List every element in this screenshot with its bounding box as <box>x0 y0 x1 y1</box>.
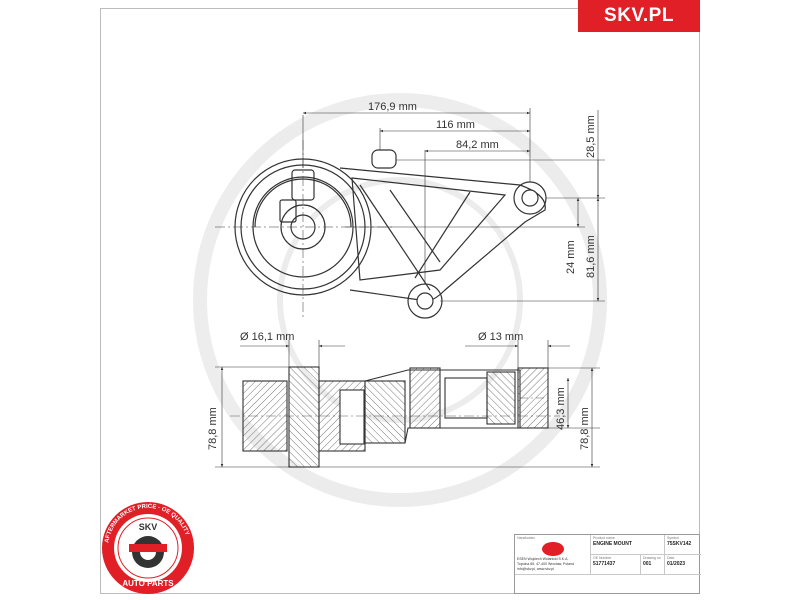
title-block-symbol: Symbol 75SKV142 <box>665 535 701 555</box>
dim-width-mid: 116 mm <box>436 119 475 131</box>
brand-logo[interactable]: SKV.PL <box>578 0 700 32</box>
top-view-dimensions <box>302 108 605 302</box>
dim-diameter-right: Ø 13 mm <box>478 331 523 343</box>
stamp-bottom-text: AUTO PARTS <box>122 579 174 588</box>
quality-stamp: AFTERMARKET PRICE · OE QUALITY AUTO PART… <box>102 502 194 594</box>
dim-height-left: 78,8 mm <box>207 407 219 450</box>
title-block-date: Date 01/2023 <box>665 555 701 575</box>
dim-width-overall: 176,9 mm <box>368 101 417 113</box>
title-block: Handlowiec ESEN Wojciech Wolanicki S.K.A… <box>514 534 701 594</box>
company-logo <box>541 542 564 556</box>
side-view <box>230 366 560 468</box>
dim-height-mid: 24 mm <box>565 240 577 274</box>
title-block-company: Handlowiec ESEN Wojciech Wolanicki S.K.A… <box>515 535 591 575</box>
gear-icon <box>129 536 167 568</box>
stamp-center-text: SKV <box>139 522 158 532</box>
side-view-dimensions <box>215 340 600 468</box>
title-block-product: Product name ENGINE MOUNT <box>591 535 665 555</box>
dim-height-overall: 81,6 mm <box>585 235 597 278</box>
dim-width-inner: 84,2 mm <box>456 139 499 151</box>
dim-height-right: 78,8 mm <box>579 407 591 450</box>
dim-height-inner: 46,3 mm <box>555 387 567 430</box>
dim-diameter-left: Ø 16,1 mm <box>240 331 294 343</box>
dim-height-top: 28,5 mm <box>585 115 597 158</box>
title-block-drawing: Drawing no 001 <box>641 555 665 575</box>
title-block-oe: OE Number 51771437 <box>591 555 641 575</box>
